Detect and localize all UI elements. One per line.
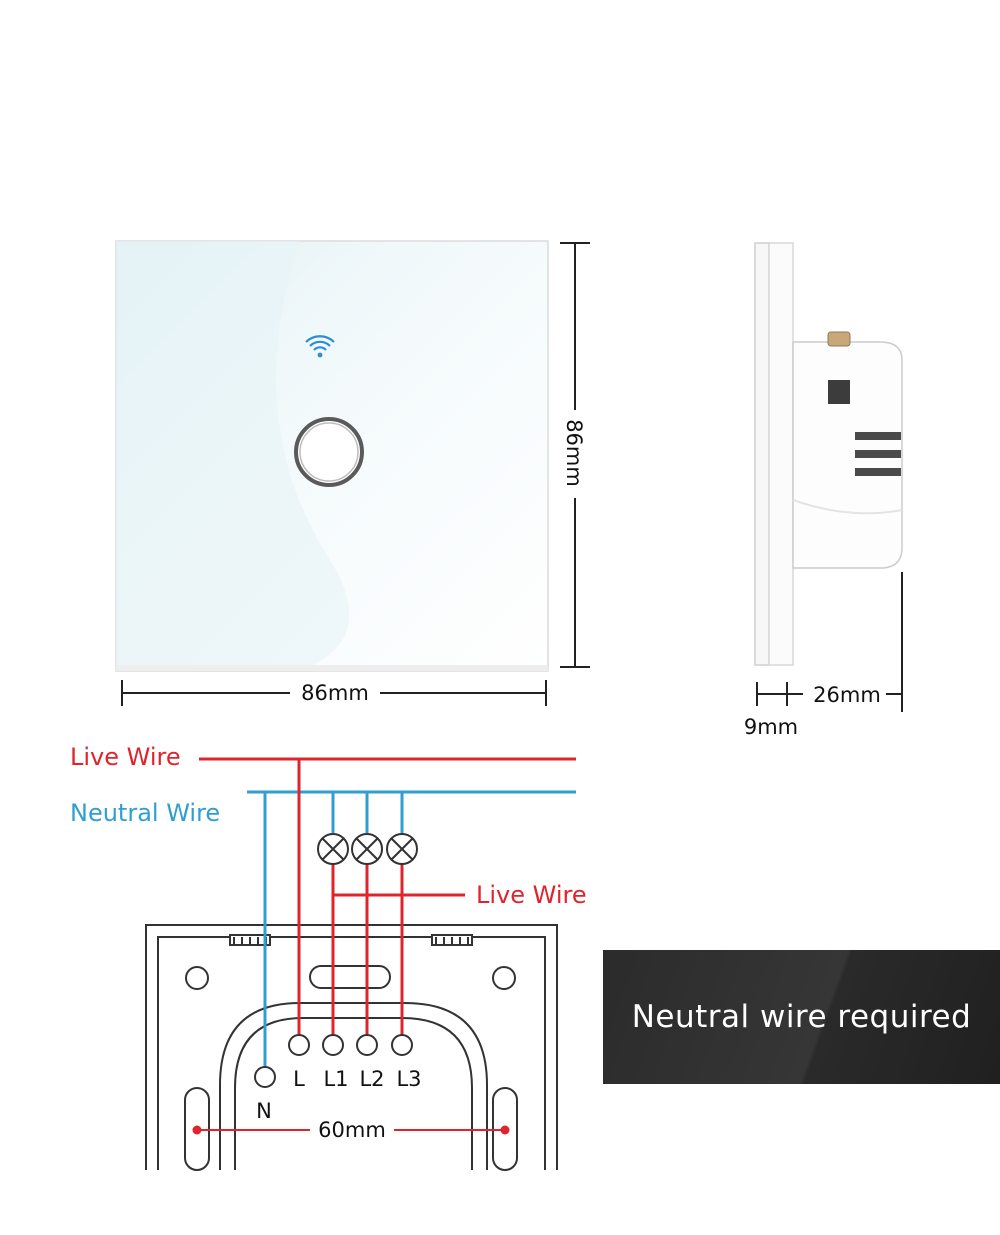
mounting-label: 60mm bbox=[318, 1118, 386, 1142]
width-dimension bbox=[121, 680, 547, 706]
wiring-diagram: N L L1 L2 L3 60mm Live Wire Neutral Wire… bbox=[70, 743, 587, 1171]
terminal-label-l: L bbox=[293, 1067, 305, 1091]
width-label: 86mm bbox=[301, 681, 369, 705]
side-view bbox=[754, 242, 903, 666]
load-live-wire-label: Live Wire bbox=[476, 881, 587, 909]
live-wires bbox=[199, 757, 576, 1035]
height-dimension bbox=[560, 242, 590, 668]
lamp-icon bbox=[351, 833, 383, 865]
depth-body-label: 26mm bbox=[813, 683, 881, 707]
terminal-label-l2: L2 bbox=[359, 1067, 384, 1091]
front-panel bbox=[115, 240, 549, 672]
lamp-icon bbox=[317, 833, 349, 865]
depth-dimension bbox=[756, 572, 903, 712]
neutral-wire-label: Neutral Wire bbox=[70, 799, 220, 827]
touch-button-ring bbox=[294, 417, 364, 487]
badge-text: Neutral wire required bbox=[631, 999, 972, 1035]
height-label: 86mm bbox=[562, 419, 586, 487]
mounting-dimension bbox=[192, 1125, 510, 1135]
terminal-label-n: N bbox=[256, 1099, 272, 1123]
back-plate bbox=[145, 924, 558, 1171]
wifi-icon bbox=[305, 335, 335, 358]
lamp-icon bbox=[386, 833, 418, 865]
live-wire-label: Live Wire bbox=[70, 743, 181, 771]
neutral-wires bbox=[247, 790, 576, 1067]
neutral-required-badge: Neutral wire required bbox=[603, 950, 1000, 1084]
depth-panel-label: 9mm bbox=[744, 715, 798, 739]
terminal-label-l1: L1 bbox=[323, 1067, 348, 1091]
terminal-label-l3: L3 bbox=[396, 1067, 421, 1091]
terminal-block bbox=[254, 1034, 413, 1088]
